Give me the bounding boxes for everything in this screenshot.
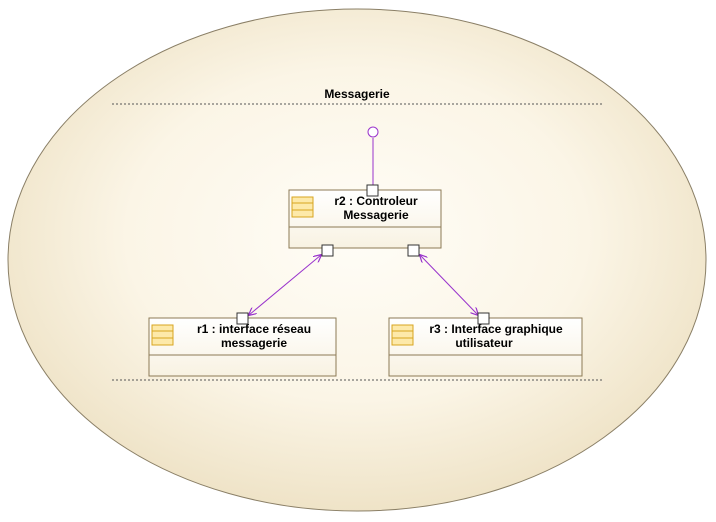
port-r2-bottom-left[interactable] (321, 244, 334, 257)
part-r3-box[interactable]: r3 : Interface graphique utilisateur (388, 317, 583, 377)
port-r1-top[interactable] (236, 312, 249, 325)
connector-r2-r1[interactable] (249, 255, 321, 315)
class-icon (151, 324, 174, 346)
part-r1-label-line1: r1 : interface réseau (197, 322, 311, 336)
part-r3-label-line2: utilisateur (455, 336, 513, 350)
part-r2-label-line1: r2 : Controleur (334, 194, 418, 208)
class-icon (291, 196, 314, 218)
port-r2-bottom-right[interactable] (407, 244, 420, 257)
part-r1-label-line2: messagerie (221, 336, 287, 350)
lollipop-interface-icon[interactable] (367, 126, 379, 138)
class-icon (391, 324, 414, 346)
connector-r2-r3[interactable] (420, 255, 478, 315)
collaboration-title: Messagerie (324, 87, 390, 101)
part-r2-box[interactable]: r2 : Controleur Messagerie (288, 189, 442, 249)
part-r2-label-line2: Messagerie (343, 208, 409, 222)
port-r2-top[interactable] (366, 184, 379, 197)
collaboration-ellipse[interactable] (7, 8, 707, 512)
port-r3-top[interactable] (477, 312, 490, 325)
part-r3-label-line1: r3 : Interface graphique (429, 322, 563, 336)
part-r1-box[interactable]: r1 : interface réseau messagerie (148, 317, 337, 377)
